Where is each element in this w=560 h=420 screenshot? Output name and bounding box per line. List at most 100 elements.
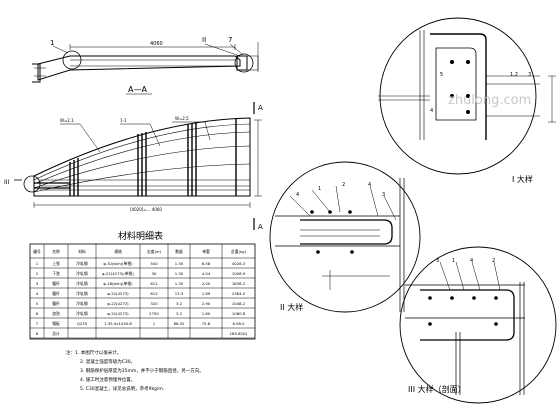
detail-iii: 3 1 4 2 III 大样（剖面） [399, 246, 557, 404]
svg-text:W=2.1: W=2.1 [60, 118, 74, 123]
detail-i: 1,2 3 5 4 I 大样 [378, 17, 556, 184]
table-cell: 320 [150, 301, 158, 306]
table-cell: φ-32(bxh)(单根) [103, 261, 133, 266]
table-cell: 1 [153, 321, 156, 326]
table-cell: Q235 [77, 321, 88, 326]
detail-i-num-1: 1,2 [510, 72, 518, 78]
detail-ii-num-5: 3 [382, 192, 385, 198]
table-cell: 冷轧钢 [76, 281, 88, 286]
table-cell: φ-22(4273) [107, 301, 129, 306]
table-cell: 75.8 [202, 321, 211, 326]
table-cell: 上弦 [52, 261, 60, 266]
table-cell: 总计 [52, 331, 60, 336]
table-cell: 下弦 [52, 271, 60, 276]
table-cell: 30 [152, 271, 157, 276]
detail-iii-num-4: 2 [492, 258, 495, 264]
table-header-cell: 数量 [175, 249, 183, 254]
table-cell: φ-22(4273)(单根) [102, 271, 134, 276]
table-cell: 冷轧钢 [76, 311, 88, 316]
table-grid [30, 244, 255, 339]
detail-ii-num-2: 1 [318, 186, 321, 192]
table-cell: 3.2 [176, 311, 183, 316]
table-cell: 13.3 [175, 291, 184, 296]
table-cell: 3.2 [176, 301, 183, 306]
table-cell: 4 [36, 291, 39, 296]
detail-ii: 4 1 2 4 3 II 大样 [269, 161, 421, 313]
svg-text:W=2.5: W=2.5 [175, 116, 189, 121]
table-cell: 6 [36, 311, 39, 316]
table-cell: 86.52 [174, 321, 185, 326]
table-cell: φ-18(bxh)(单根) [103, 281, 133, 286]
detail-iii-num-2: 1 [452, 258, 455, 264]
table-cell: 冷轧钢 [76, 261, 88, 266]
table-cell: 1.35.0x1050.8 [104, 321, 132, 326]
table-cell: 腹杆 [52, 301, 60, 306]
detail-number-3: 7 [228, 36, 232, 44]
table-cell: 8 [36, 331, 39, 336]
table-cell: 1.30 [175, 281, 184, 286]
table-cell: 1.69 [202, 291, 211, 296]
table-cell: 1008.9 [232, 271, 246, 276]
table-cell: 腹杆 [52, 281, 60, 286]
table-cell: 185.62(t) [230, 331, 248, 336]
detail-number-2: II [202, 36, 206, 44]
table-cell: 7 [36, 321, 39, 326]
table-cell: 6.58.0 [232, 321, 245, 326]
table-cell: 加劲 [52, 311, 60, 316]
table-cell: 4028.3 [232, 261, 246, 266]
table-cell: 3 [36, 281, 39, 286]
svg-text:1-1: 1-1 [120, 118, 127, 123]
detail-ii-num-1: 4 [296, 192, 299, 198]
table-cell: 1 [36, 261, 39, 266]
table-header-cell: 单重 [202, 249, 210, 254]
detail-i-label: I 大样 [512, 174, 533, 184]
table-cell: 4.04 [202, 271, 211, 276]
table-cell: 2384.0 [232, 291, 246, 296]
table-cell: 2750 [149, 311, 159, 316]
table-header-cell: 材料 [78, 249, 86, 254]
detail-iii-num-1: 3 [436, 258, 439, 264]
table-header-cell: 名称 [52, 249, 60, 254]
top-dimension: 4060 [150, 41, 163, 47]
table-cell: 腹杆 [52, 291, 60, 296]
table-cell: 1.60 [202, 311, 211, 316]
detail-number-4: III [4, 179, 10, 186]
table-cell: 1836.2 [232, 281, 246, 286]
table-cell: 1.30 [175, 271, 184, 276]
table-header-cell: 规格 [114, 249, 122, 254]
table-cell: 钢板 [52, 321, 60, 326]
table-cell: φ-22(4273) [107, 291, 129, 296]
watermark: zhulong.com [448, 93, 531, 108]
detail-i-num-3: 5 [440, 72, 443, 78]
detail-iii-num-3: 4 [470, 258, 473, 264]
table-header-cell: 编号 [33, 249, 41, 254]
table-cell: 612 [150, 281, 158, 286]
table-cell: 冷轧钢 [76, 291, 88, 296]
table-cell: 540 [150, 261, 158, 266]
note-4: 4. 施工时注意预埋件位置。 [80, 376, 135, 383]
table-cell: 612 [150, 291, 158, 296]
section-mark-a-bottom: A [258, 223, 263, 231]
table-cell: 1.30 [175, 261, 184, 266]
table-cell: 1048.2 [232, 301, 246, 306]
table-header-cell: 总重(kg) [231, 249, 247, 254]
table-cell: 2 [36, 271, 39, 276]
beam-plan: A A W=2.1 1-1 W=2.5 III [4020]=... 40 [4, 102, 263, 231]
detail-i-num-4: 4 [430, 108, 433, 114]
note-5: 5. C30混凝土，详见总说明，参考9kg/m. [80, 385, 164, 392]
table-cell: 5 [36, 301, 39, 306]
bottom-dimension: [4020]=... 4060 [130, 207, 162, 212]
note-1: 注：1. 本图尺寸以毫米计。 [66, 349, 121, 356]
section-aa-title: A—A [128, 85, 147, 94]
table-cell: φ-22(4273) [107, 311, 129, 316]
detail-ii-num-3: 2 [342, 182, 345, 188]
table-cell: 冷轧钢 [76, 301, 88, 306]
table-title: 材料明细表 [118, 230, 163, 242]
detail-iii-label: III 大样（剖面） [408, 384, 466, 394]
detail-number-1: 1 [50, 39, 54, 47]
notes-block: 注：1. 本图尺寸以毫米计。 2. 混凝土强度等级为C30。 3. 钢筋保护层厚… [66, 349, 204, 392]
table-cell: 6.58 [202, 261, 211, 266]
